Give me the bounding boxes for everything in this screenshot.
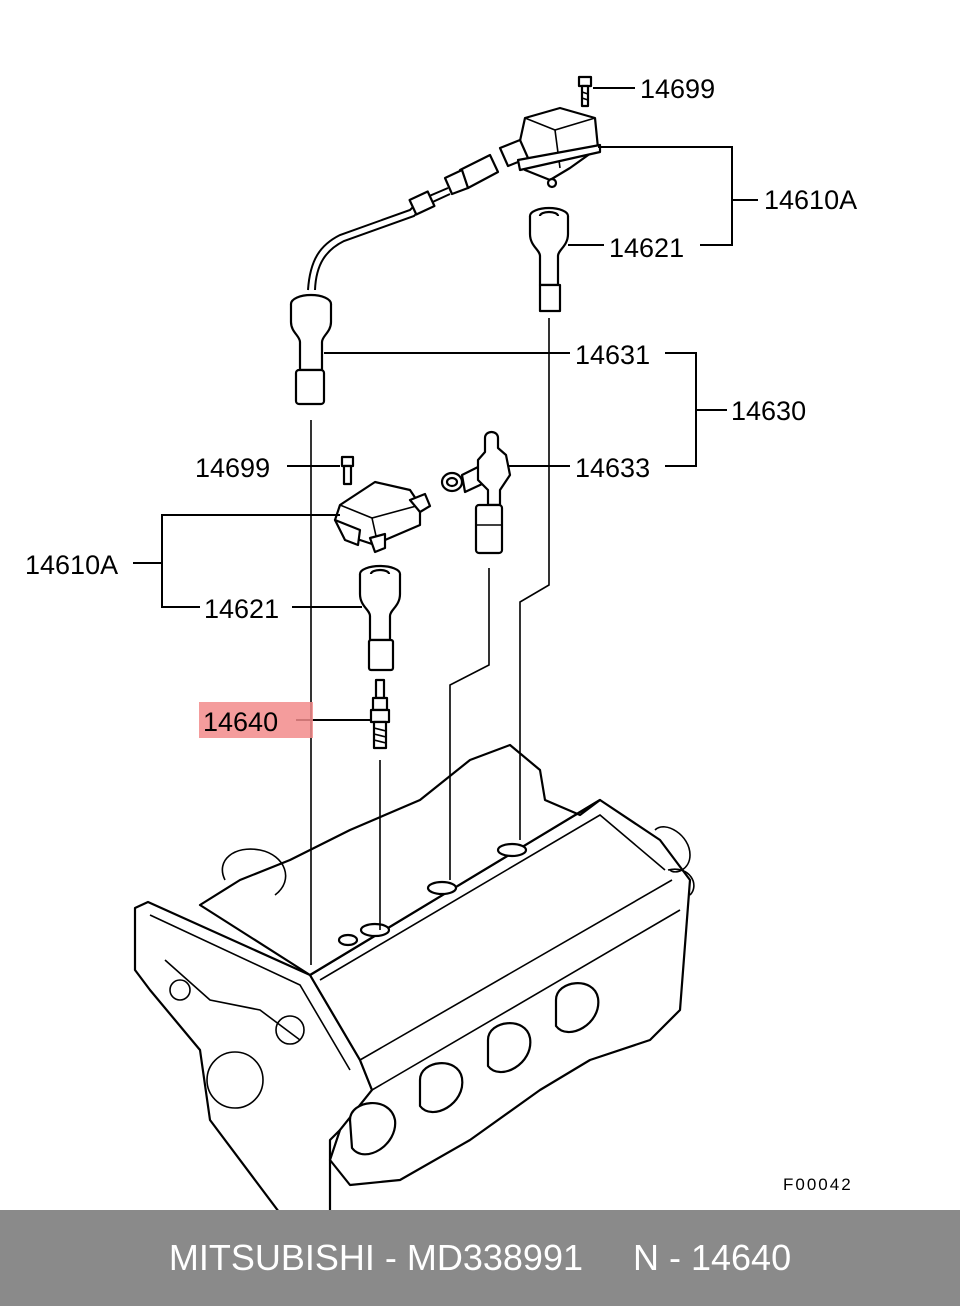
cable-boot-upper [289, 293, 333, 406]
cable-boot-side [440, 430, 512, 555]
figure-code: F00042 [783, 1175, 853, 1194]
ignition-coil-mid [333, 480, 432, 554]
cable-wire-top [307, 187, 449, 291]
boot-top [528, 206, 570, 313]
spark-plug [369, 678, 391, 750]
bolt-mid [340, 455, 355, 486]
boot-mid [358, 564, 402, 672]
label-spark-plug: 14640 [203, 707, 278, 737]
footer-ref: N - 14640 [633, 1237, 792, 1278]
leader-lines [133, 87, 758, 721]
exploded-parts-diagram: 14699 14610A 14621 14631 14630 14699 146… [25, 74, 857, 1210]
cylinder-head [133, 743, 695, 1210]
label-coil-top: 14610A [764, 185, 857, 215]
bolt-top [577, 75, 593, 108]
label-cable-a: 14631 [575, 340, 650, 370]
ignition-coil-top [443, 106, 602, 196]
label-cable-set: 14630 [731, 396, 806, 426]
label-bolt-top: 14699 [640, 74, 715, 104]
assembly-guide-lines [310, 318, 550, 965]
label-boot-mid: 14621 [204, 594, 279, 624]
footer-brand-part: MITSUBISHI - MD338991 [168, 1237, 583, 1278]
label-coil-left: 14610A [25, 550, 118, 580]
highlight-14640 [199, 702, 313, 738]
label-bolt-mid: 14699 [195, 453, 270, 483]
label-boot-top: 14621 [609, 233, 684, 263]
footer-bar: MITSUBISHI - MD338991 N - 14640 [0, 1210, 960, 1306]
label-cable-b: 14633 [575, 453, 650, 483]
